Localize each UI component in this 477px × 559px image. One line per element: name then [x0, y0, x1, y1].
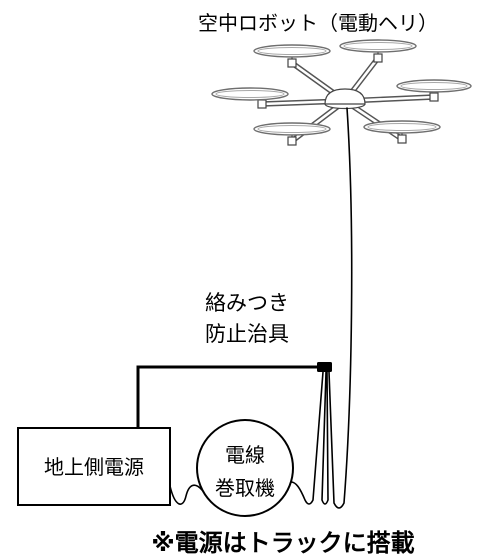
rotor [339, 39, 417, 53]
ground-power-box [17, 427, 171, 506]
rotor-blade-inner [343, 42, 413, 50]
rotor [253, 122, 331, 136]
motor [397, 134, 407, 144]
rotor [253, 44, 331, 58]
feed-cable [169, 484, 203, 505]
rotor [211, 87, 289, 101]
rotor-unit-lower-left [253, 122, 331, 146]
ground-power-label: 地上側電源 [44, 455, 144, 479]
tether-slack-loop [321, 371, 329, 505]
rotor-unit-right [396, 79, 472, 102]
motor [373, 53, 383, 63]
winder-label-line1: 電線 [225, 443, 265, 467]
rotor [396, 79, 472, 93]
anti-tangle-jig [317, 362, 332, 372]
drone-label: 空中ロボット（電動ヘリ） [198, 11, 438, 35]
hub-dome [324, 88, 366, 105]
motor [287, 58, 297, 68]
rotor-unit-upper-left [253, 44, 331, 68]
rotor-blade-inner [367, 123, 437, 131]
motor [429, 92, 439, 102]
rotor-unit-left [211, 87, 289, 109]
cable-winder [196, 419, 294, 517]
rotor-blade-inner [215, 90, 285, 98]
winder-label-line2: 巻取機 [215, 476, 275, 500]
hexacopter [211, 39, 472, 146]
rotor-unit-lower-right [363, 120, 441, 144]
hub [324, 88, 366, 110]
note-text: ※電源はトラックに搭載 [151, 529, 414, 557]
jig-label-line2: 防止治具 [205, 322, 289, 346]
motor [257, 99, 267, 109]
rotor-blade-inner [400, 82, 468, 90]
tether-cable [328, 107, 353, 509]
guide-line [136, 365, 320, 428]
jig-label-line1: 絡みつき [205, 291, 289, 315]
rotor-blade-inner [257, 47, 327, 55]
rotor [363, 120, 441, 134]
rotor-unit-upper-right [339, 39, 417, 63]
motor [287, 136, 297, 146]
winder-output-cable [290, 371, 324, 505]
rotor-blade-inner [257, 125, 327, 133]
